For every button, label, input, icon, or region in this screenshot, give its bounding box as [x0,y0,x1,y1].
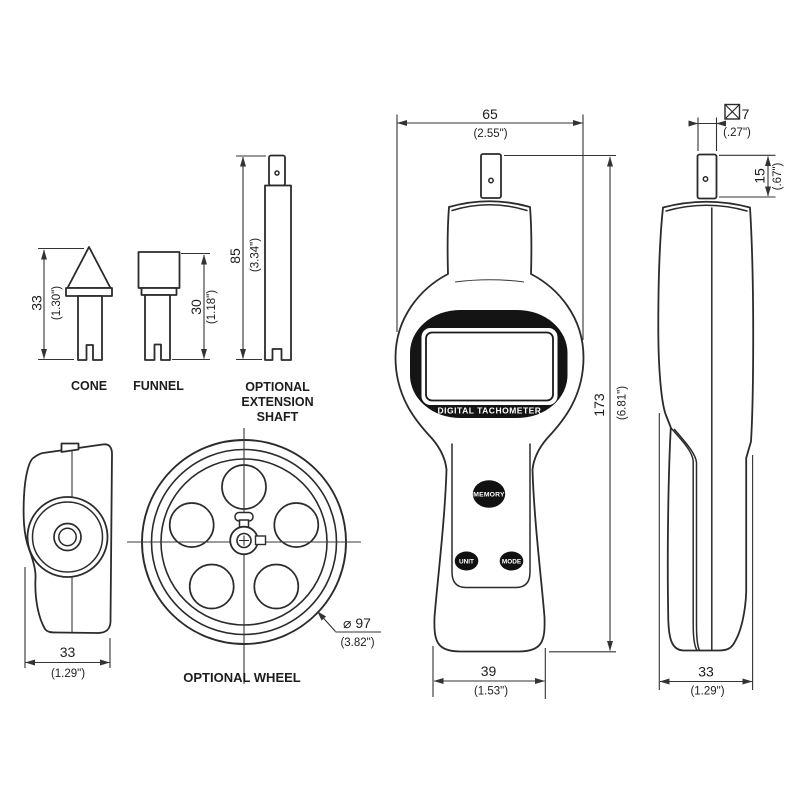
top-view-ring-outer [26,496,109,578]
wheel-hole [253,563,300,610]
tip-square-extension-lines [697,117,718,151]
front-view-dimensions: 65 (2.55") 173 (6.81") 39 (1.53") [396,106,629,699]
extension-shaft-label-line2: EXTENSION [241,395,313,409]
body-height-inches: (6.81") [617,386,629,420]
funnel-label: FUNNEL [133,379,184,393]
memory-button-label: MEMORY [473,492,505,499]
extension-shaft-extension-lines [236,155,266,361]
device-front-view: DIGITAL TACHOMETER MEMORY UNIT MODE [394,153,585,653]
extension-shaft-tip-hole [274,170,280,176]
front-spindle-hole [488,177,494,184]
front-head-seam [454,279,525,283]
device-top-view: 33 (1.29") [22,442,113,680]
tip-square-inches: (.27") [723,127,751,139]
top-view-dim-inches: (1.29") [51,668,85,680]
lcd-screen [425,331,554,402]
handle-width-inches: (1.53") [474,686,508,698]
tip-length-mm: 15 [752,168,768,184]
body-width-extension-lines [396,114,584,340]
device-side-view [657,153,755,652]
mode-button [499,551,524,571]
unit-button [454,551,479,571]
extension-shaft-dim-mm: 85 [227,248,243,264]
wheel-label: OPTIONAL WHEEL [183,670,301,685]
wheel-hole [168,502,215,548]
mode-button-label: MODE [502,558,522,565]
cone-shaft [77,295,103,361]
side-view-dimensions: 7 (.27") 15 (.67") 33 (1.29") [658,103,784,698]
wheel-view: ⌀ 97 (3.82") OPTIONAL WHEEL [127,428,381,685]
cone-dim-mm: 33 [29,295,45,311]
top-view-ring-2 [31,501,104,573]
cone-tip-shape [66,246,112,289]
wheel-hub-keyway [254,535,267,546]
handle-width-extension-lines [432,646,546,699]
body-width-mm: 65 [482,106,498,122]
tip-length-extension-lines [719,154,776,198]
front-collar-inner-line [451,204,528,212]
wheel-leader-line [317,611,336,632]
top-view-hub-inner [58,527,77,547]
funnel-view: 30 (1.18") FUNNEL [133,251,218,393]
side-width-mm: 33 [698,664,714,680]
top-view-tab [60,442,80,453]
funnel-dim-inches: (1.18") [206,290,218,324]
front-body-outline [394,200,585,653]
extension-shaft-view: 85 (3.34") OPTIONAL EXTENSION SHAFT [227,154,314,424]
funnel-dim-mm: 30 [188,299,204,315]
funnel-cup [137,251,181,289]
side-body-outline [657,200,755,652]
wheel-dim-inches: (3.82") [340,637,374,649]
cone-collar [65,287,113,297]
handle-width-mm: 39 [481,663,497,679]
memory-button [472,480,506,508]
front-control-panel-outline [451,443,531,589]
top-view-extension-lines [24,567,111,668]
square-section-icon [724,103,741,120]
brand-text: DIGITAL TACHOMETER [438,406,542,416]
top-view-dim-mm: 33 [60,644,76,660]
funnel-extension-lines [172,252,210,361]
wheel-dim-mm: ⌀ 97 [343,615,371,631]
tip-length-inches: (.67") [772,162,784,190]
cone-extension-lines [38,247,84,361]
side-spindle-hole [702,176,709,182]
top-view-hub-outer [53,522,82,552]
wheel-hole [188,563,235,610]
cone-dim-inches: (1.30") [51,286,63,320]
wheel-hub-center-mark [239,535,249,546]
unit-button-label: UNIT [459,558,474,565]
tip-square-mm: 7 [742,106,750,122]
front-spindle-shaft [480,153,502,199]
extension-shaft-label-line3: SHAFT [257,410,299,424]
extension-shaft-label-line1: OPTIONAL [245,380,310,394]
cone-label: CONE [71,379,107,393]
side-collar-inner-line [665,204,748,212]
side-width-inches: (1.29") [690,686,724,698]
body-height-extension-lines [504,154,616,653]
extension-shaft-dim-inches: (3.34") [250,238,262,272]
side-grip-contour-outer [670,427,698,652]
side-width-extension-lines [658,413,754,690]
body-width-inches: (2.55") [473,128,507,140]
side-grip-contour-inner [673,428,701,652]
body-height-mm: 173 [591,393,607,417]
funnel-collar [140,287,178,296]
cone-view: 33 (1.30") CONE [29,246,113,393]
extension-shaft-body [264,184,292,361]
wheel-hole [273,502,320,548]
funnel-shaft [144,294,171,361]
